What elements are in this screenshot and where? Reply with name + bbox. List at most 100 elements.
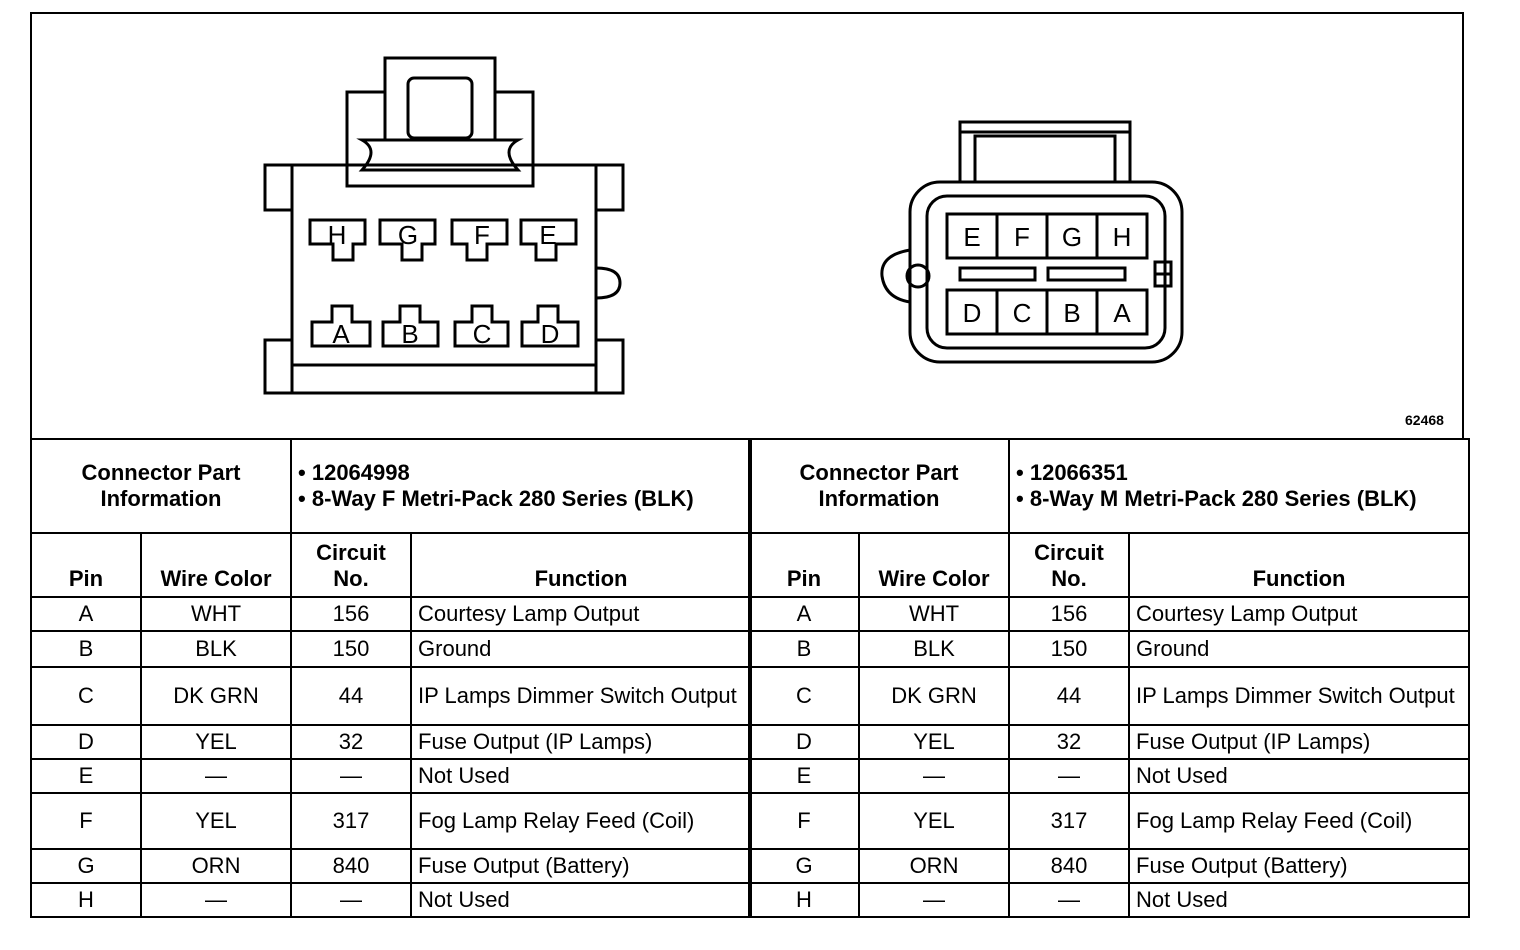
col-header-function: Function	[1128, 532, 1471, 598]
pin-cell: G	[748, 848, 860, 884]
col-header-wire-color: Wire Color	[857, 532, 1011, 598]
pin-cell: C	[30, 666, 142, 726]
circuit-cell: 150	[1008, 630, 1131, 668]
function-cell: Not Used	[410, 758, 753, 794]
female-connector-body	[263, 56, 625, 395]
function-cell: Courtesy Lamp Output	[410, 596, 753, 632]
wire-color-cell: YEL	[139, 724, 293, 760]
col-header-pin: Pin	[748, 532, 860, 598]
wire-color-cell: —	[857, 758, 1011, 794]
circuit-cell: 32	[290, 724, 413, 760]
wire-color-cell: DK GRN	[857, 666, 1011, 726]
function-cell: Ground	[1128, 630, 1471, 668]
pin-label: D	[963, 298, 982, 328]
function-cell: Courtesy Lamp Output	[1128, 596, 1471, 632]
pin-cell: C	[748, 666, 860, 726]
male-connector-body	[880, 120, 1184, 364]
pin-label: C	[1013, 298, 1032, 328]
pin-cell: E	[30, 758, 142, 794]
pin-label: D	[541, 319, 560, 349]
circuit-cell: 44	[290, 666, 413, 726]
col-header-function: Function	[410, 532, 753, 598]
circuit-cell: —	[1008, 882, 1131, 918]
wire-color-cell: —	[139, 882, 293, 918]
circuit-cell: 840	[1008, 848, 1131, 884]
function-cell: Fuse Output (Battery)	[1128, 848, 1471, 884]
female-pin-labels: H G F E A B C D	[328, 220, 560, 349]
info-label: Connector Part Information	[747, 438, 1011, 534]
info-label: Connector Part Information	[29, 438, 293, 534]
diagram-frame	[30, 12, 1464, 438]
function-cell: Fuse Output (Battery)	[410, 848, 753, 884]
connector-table-right: Connector Part Information120663518-Way …	[747, 438, 1471, 918]
pin-label: H	[328, 220, 347, 250]
pin-label: C	[473, 319, 492, 349]
circuit-cell: —	[290, 882, 413, 918]
table-row: E——Not Used	[30, 758, 753, 794]
function-cell: Fuse Output (IP Lamps)	[410, 724, 753, 760]
wire-color-cell: ORN	[857, 848, 1011, 884]
circuit-cell: 840	[290, 848, 413, 884]
part-info: 120663518-Way M Metri-Pack 280 Series (B…	[1008, 438, 1471, 534]
circuit-cell: 32	[1008, 724, 1131, 760]
circuit-cell: 156	[1008, 596, 1131, 632]
pin-label: G	[398, 220, 418, 250]
pin-cell: F	[748, 792, 860, 850]
circuit-cell: 317	[290, 792, 413, 850]
connector-tables: Connector Part Information120649988-Way …	[29, 438, 1471, 942]
pin-label: F	[474, 220, 490, 250]
col-header-circuit: Circuit No.	[1008, 532, 1131, 598]
circuit-cell: 44	[1008, 666, 1131, 726]
function-cell: Fog Lamp Relay Feed (Coil)	[1128, 792, 1471, 850]
pin-label: A	[1113, 298, 1131, 328]
wire-color-cell: ORN	[139, 848, 293, 884]
pin-cell: G	[30, 848, 142, 884]
pin-cell: F	[30, 792, 142, 850]
col-header-wire-color: Wire Color	[139, 532, 293, 598]
part-description: 8-Way M Metri-Pack 280 Series (BLK)	[1030, 486, 1462, 512]
table-row: E——Not Used	[748, 758, 1471, 794]
circuit-cell: 156	[290, 596, 413, 632]
col-header-circuit: Circuit No.	[290, 532, 413, 598]
part-number: 12066351	[1030, 460, 1462, 486]
function-cell: IP Lamps Dimmer Switch Output	[410, 666, 753, 726]
pin-cell: B	[748, 630, 860, 668]
pin-cell: E	[748, 758, 860, 794]
pin-label: B	[401, 319, 418, 349]
wire-color-cell: —	[857, 882, 1011, 918]
wire-color-cell: WHT	[857, 596, 1011, 632]
wire-color-cell: WHT	[139, 596, 293, 632]
connector-drawings: H G F E A B C D E F G H D	[263, 56, 1184, 395]
function-cell: Fog Lamp Relay Feed (Coil)	[410, 792, 753, 850]
wire-color-cell: BLK	[139, 630, 293, 668]
pin-label: F	[1014, 222, 1030, 252]
function-cell: Not Used	[1128, 758, 1471, 794]
pin-cell: D	[748, 724, 860, 760]
wire-color-cell: YEL	[857, 724, 1011, 760]
table-row: H——Not Used	[30, 882, 753, 918]
wire-color-cell: DK GRN	[139, 666, 293, 726]
pin-label: H	[1113, 222, 1132, 252]
figure-number: 62468	[1405, 412, 1444, 428]
connector-table-left: Connector Part Information120649988-Way …	[29, 438, 753, 918]
col-header-pin: Pin	[30, 532, 142, 598]
wire-color-cell: BLK	[857, 630, 1011, 668]
pin-label: G	[1062, 222, 1082, 252]
male-pin-labels: E F G H D C B A	[963, 222, 1132, 328]
pin-cell: H	[30, 882, 142, 918]
pin-cell: H	[748, 882, 860, 918]
pin-label: E	[963, 222, 980, 252]
pin-cell: A	[30, 596, 142, 632]
pin-cell: D	[30, 724, 142, 760]
part-description: 8-Way F Metri-Pack 280 Series (BLK)	[312, 486, 744, 512]
wire-color-cell: YEL	[857, 792, 1011, 850]
